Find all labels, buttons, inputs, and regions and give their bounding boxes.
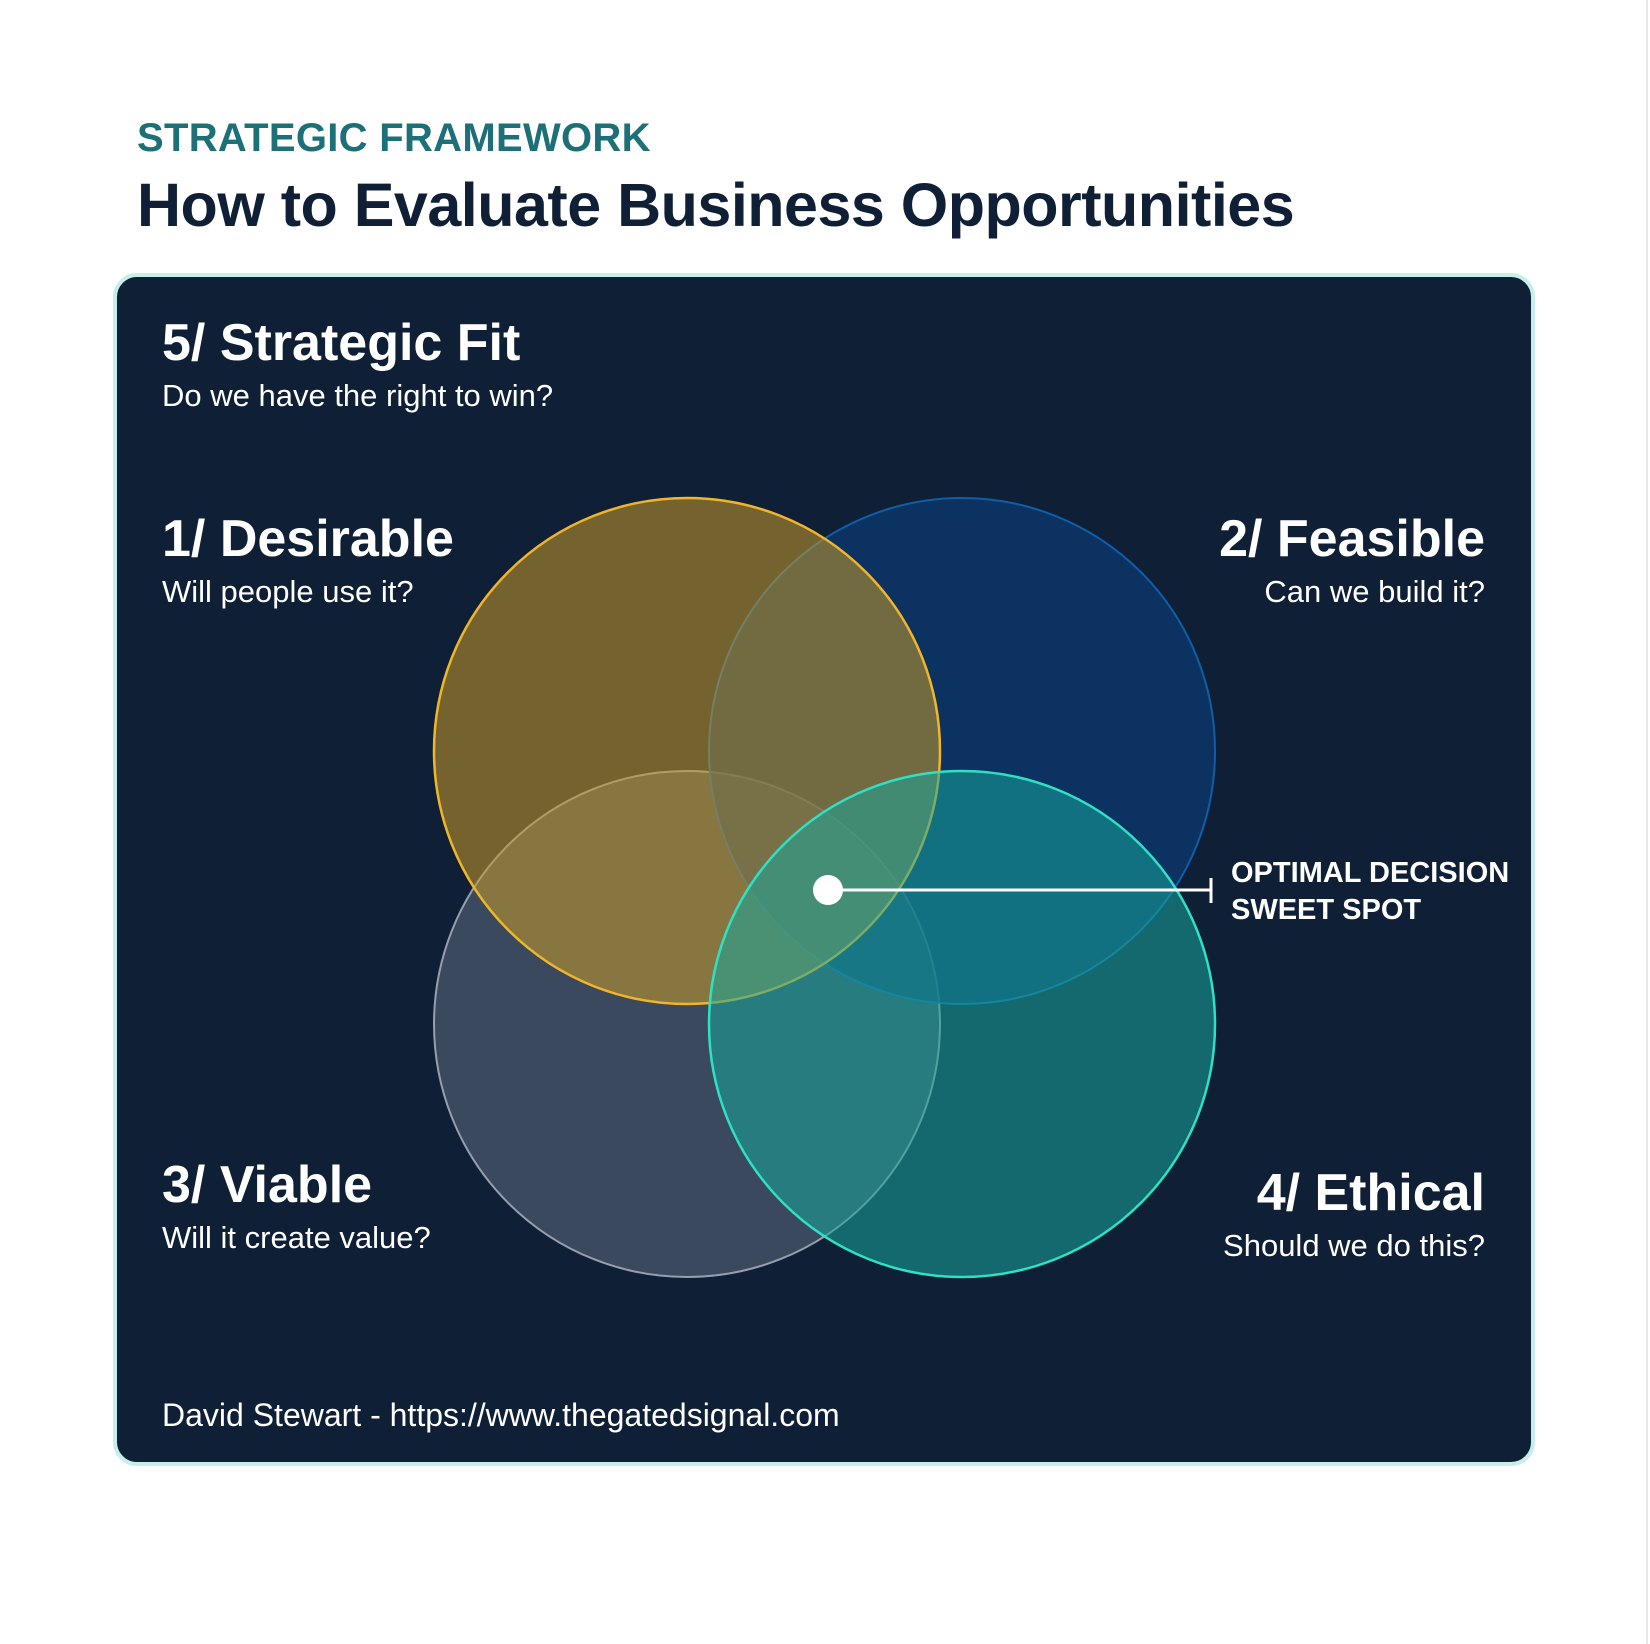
- author-credit: David Stewart - https://www.thegatedsign…: [162, 1397, 840, 1433]
- feasible-label: 2/ Feasible Can we build it?: [1219, 510, 1485, 614]
- callout-line-1: OPTIMAL DECISION: [1231, 857, 1510, 889]
- feasible-title: 2/ Feasible: [1219, 510, 1485, 568]
- desirable-question: Will people use it?: [162, 574, 414, 610]
- desirable-label: 1/ Desirable Will people use it?: [162, 510, 454, 614]
- page-title: How to Evaluate Business Opportunities: [137, 171, 1295, 239]
- feasible-question: Can we build it?: [1264, 574, 1485, 610]
- desirable-title: 1/ Desirable: [162, 510, 454, 568]
- ethical-title: 4/ Ethical: [1256, 1164, 1485, 1222]
- eyebrow-label: STRATEGIC FRAMEWORK: [137, 116, 651, 160]
- venn-diagram: [432, 496, 1217, 1279]
- divider: [1646, 0, 1648, 1644]
- strategic-fit-label: 5/ Strategic Fit Do we have the right to…: [162, 314, 554, 418]
- sweet-spot-marker: [813, 875, 843, 905]
- viable-label: 3/ Viable Will it create value?: [162, 1156, 431, 1260]
- strategic-fit-question: Do we have the right to win?: [162, 378, 554, 414]
- ethical-label: 4/ Ethical Should we do this?: [1223, 1164, 1485, 1268]
- viable-question: Will it create value?: [162, 1220, 431, 1256]
- callout-line-2: SWEET SPOT: [1231, 894, 1422, 927]
- sweet-spot-callout: OPTIMAL DECISION SWEET SPOT: [1231, 855, 1509, 929]
- ethical-question: Should we do this?: [1223, 1228, 1485, 1264]
- strategic-fit-title: 5/ Strategic Fit: [162, 314, 521, 372]
- viable-title: 3/ Viable: [162, 1156, 373, 1214]
- framework-panel: 5/ Strategic Fit Do we have the right to…: [113, 273, 1535, 1466]
- ethical-circle: [707, 769, 1217, 1279]
